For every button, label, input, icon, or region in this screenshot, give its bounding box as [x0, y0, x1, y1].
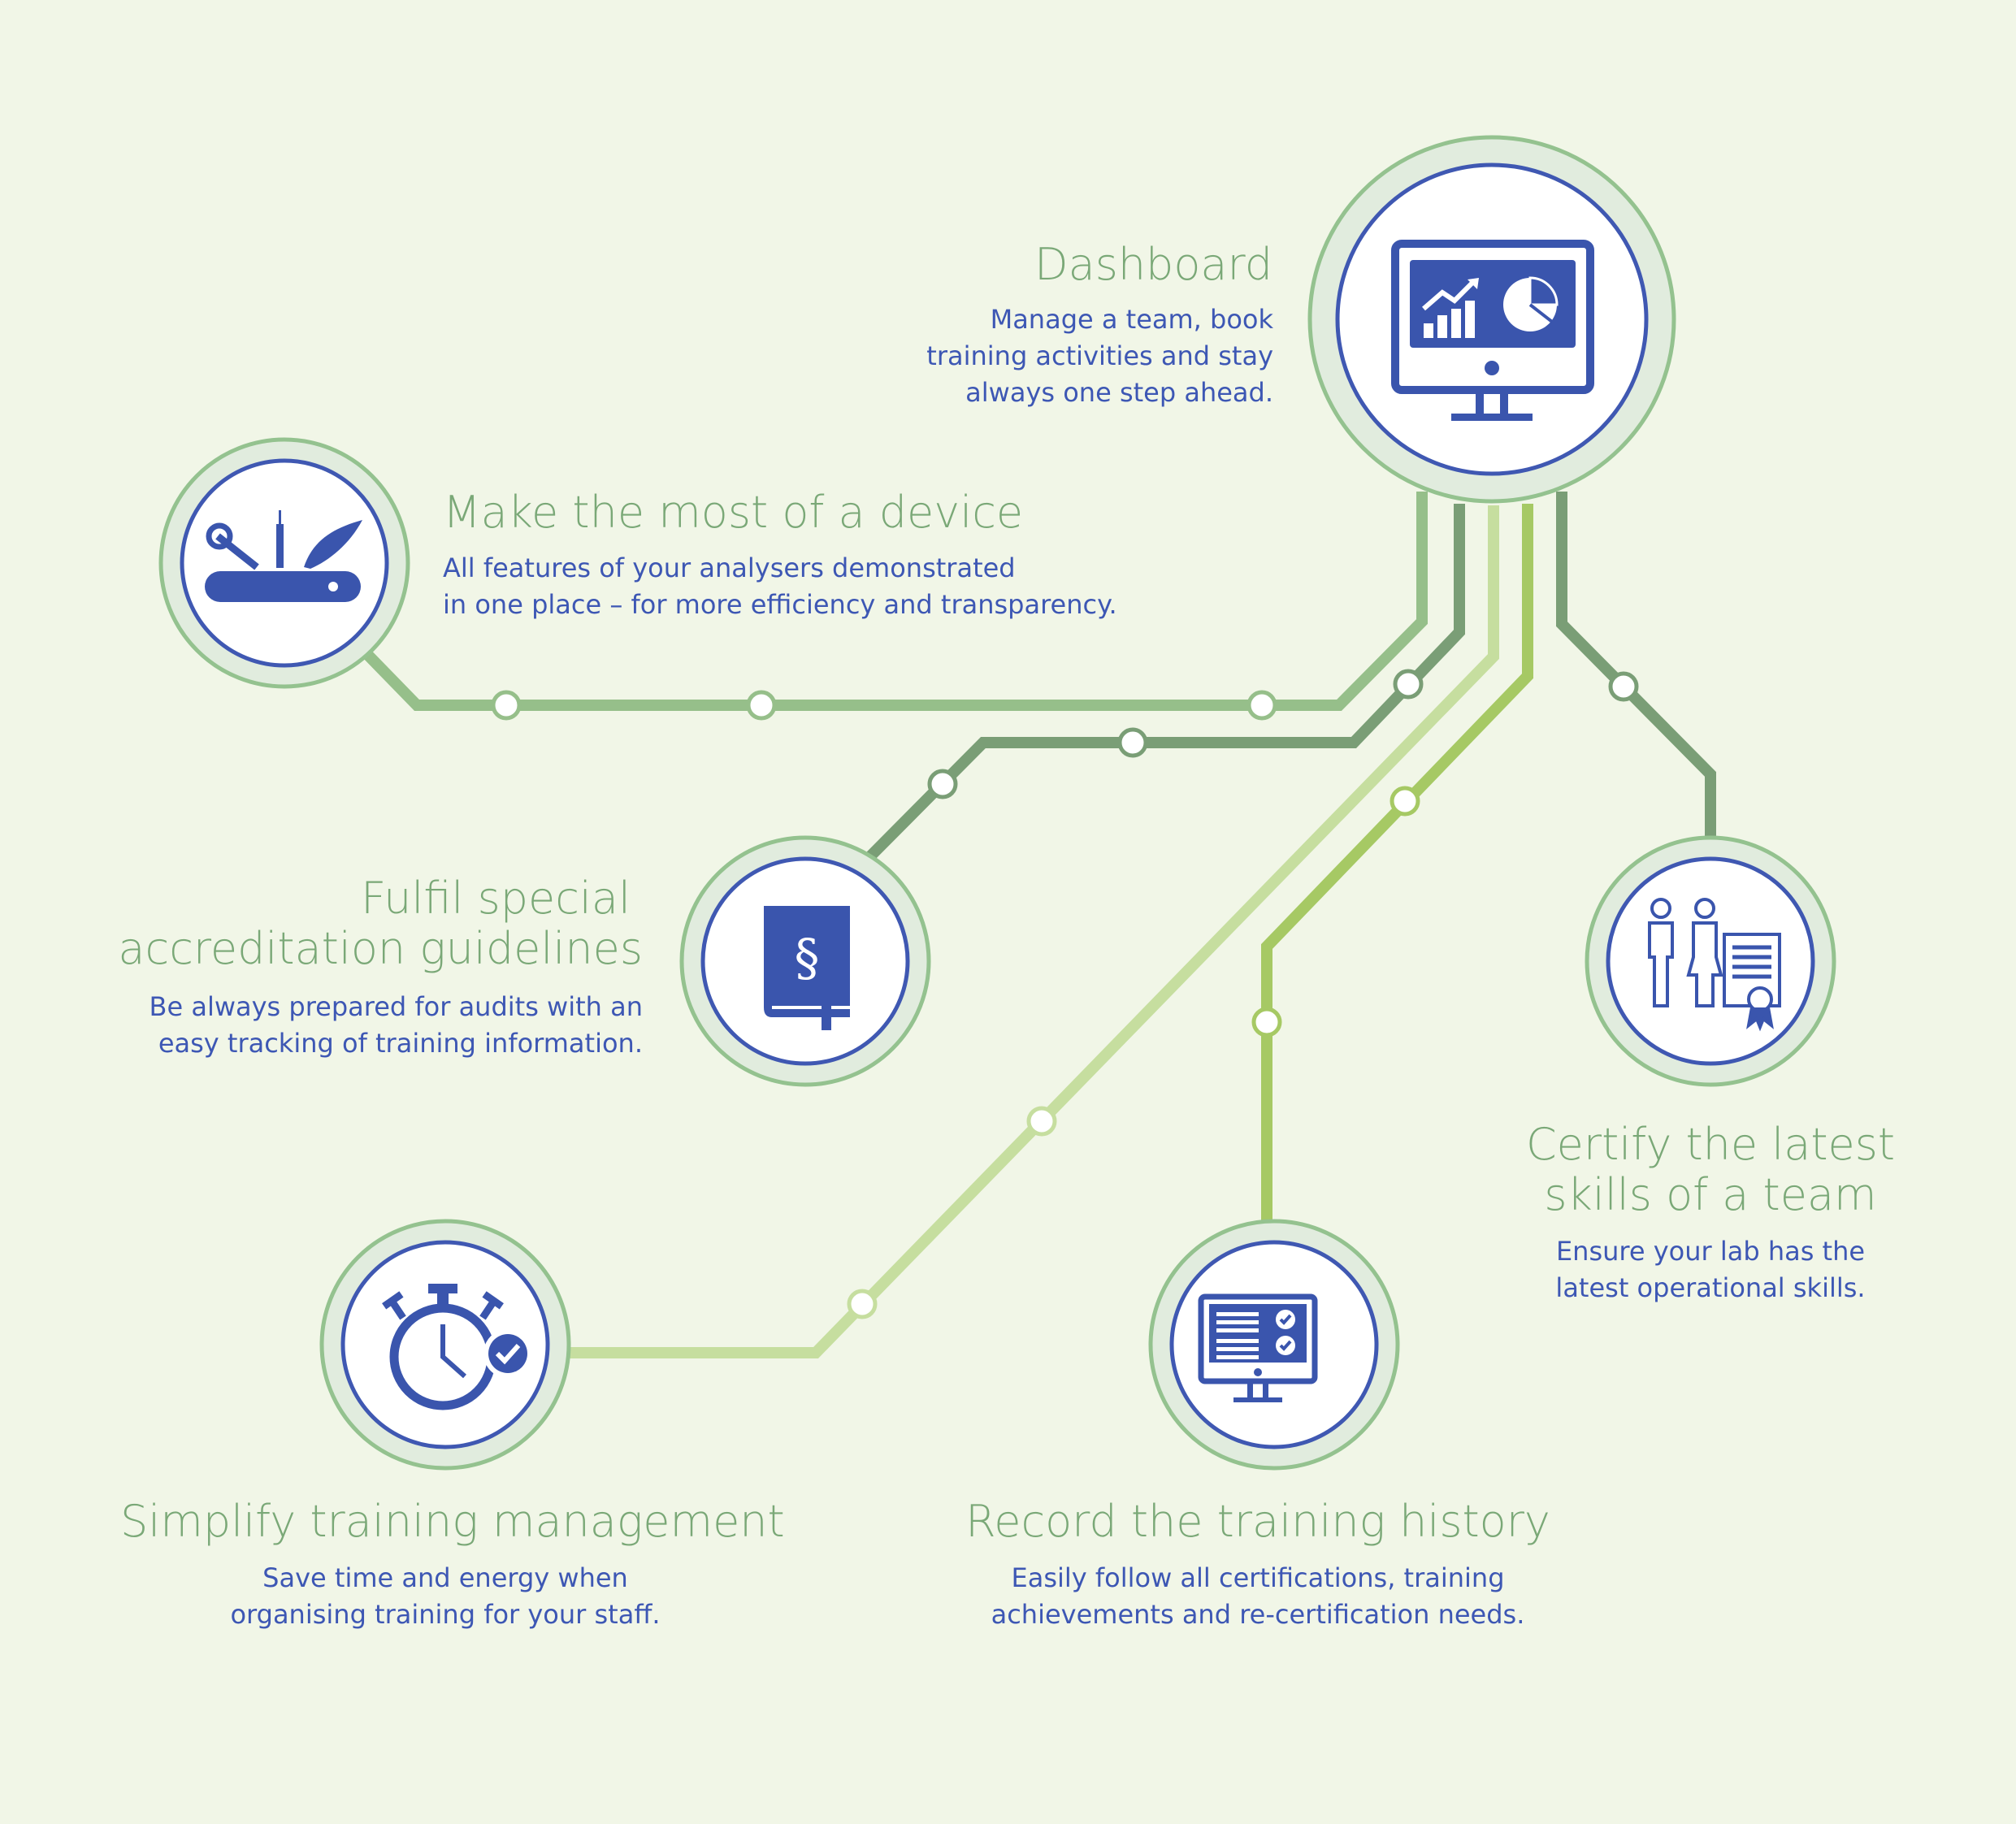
accreditation-title-line-2: accreditation guidelines [118, 923, 643, 974]
node-record [1148, 1219, 1400, 1471]
svg-text:§: § [795, 928, 820, 987]
node-accreditation: § [679, 835, 931, 1087]
station-device-1 [491, 690, 522, 721]
certify-desc-line-2: latest operational skills. [1555, 1272, 1866, 1303]
dashboard-desc-line-3: always one step ahead. [965, 377, 1273, 408]
node-dashboard [1307, 135, 1676, 504]
line-certify [1556, 492, 1716, 841]
device-desc-line-2: in one place – for more efficiency and t… [443, 589, 1117, 620]
station-device-2 [746, 690, 777, 721]
law-book-icon: § [764, 906, 850, 1030]
device-title: Make the most of a device [443, 487, 1024, 538]
accreditation-desc-line-2: easy tracking of training information. [158, 1028, 643, 1059]
stopwatch-check-icon [382, 1284, 532, 1410]
certify-title-line-1: Certify the latest [1525, 1119, 1896, 1170]
station-accreditation-1 [1393, 669, 1424, 700]
monitor-checklist-icon [1198, 1293, 1318, 1402]
station-certify-1 [1608, 671, 1639, 702]
simplify-title: Simplify training management [120, 1496, 785, 1547]
record-title: Record the training history [965, 1496, 1550, 1547]
line-device [353, 492, 1428, 711]
node-simplify [319, 1219, 571, 1471]
record-desc-line-1: Easily follow all certifications, traini… [1011, 1562, 1505, 1593]
dashboard-description: Manage a team, book training activities … [926, 301, 1273, 411]
dashboard-desc-line-1: Manage a team, book [990, 304, 1273, 335]
device-description: All features of your analysers demonstra… [443, 550, 1117, 623]
monitor-chart-icon [1391, 240, 1594, 421]
certify-description: Ensure your lab has the latest operation… [1507, 1233, 1914, 1306]
record-description: Easily follow all certifications, traini… [933, 1560, 1583, 1633]
node-device [158, 437, 410, 689]
simplify-desc-line-1: Save time and energy when [262, 1562, 628, 1593]
station-simplify-2 [847, 1289, 878, 1319]
dashboard-desc-line-2: training activities and stay [926, 340, 1273, 371]
accreditation-title-line-1: Fulfil special [361, 873, 631, 924]
certify-title: Certify the latest skills of a team [1507, 1120, 1914, 1220]
station-device-3 [1246, 690, 1277, 721]
station-simplify-1 [1026, 1106, 1057, 1137]
certify-desc-line-1: Ensure your lab has the [1555, 1236, 1866, 1267]
dashboard-title: Dashboard [1034, 239, 1272, 290]
station-accreditation-2 [1117, 727, 1148, 758]
accreditation-description: Be always prepared for audits with an ea… [150, 989, 643, 1062]
accreditation-desc-line-1: Be always prepared for audits with an [149, 991, 643, 1022]
line-simplify [569, 505, 1499, 1358]
accreditation-title: Fulfil special accreditation guidelines [118, 873, 643, 974]
multitool-icon [205, 510, 362, 602]
certify-title-line-2: skills of a team [1544, 1169, 1877, 1220]
device-desc-line-1: All features of your analysers demonstra… [443, 552, 1016, 583]
station-record-1 [1390, 786, 1420, 817]
simplify-description: Save time and energy when organising tra… [120, 1560, 770, 1633]
station-record-2 [1251, 1007, 1282, 1038]
team-certificate-icon [1648, 898, 1781, 1032]
record-desc-line-2: achievements and re-certification needs. [991, 1599, 1525, 1630]
station-accreditation-3 [927, 769, 958, 799]
node-certify [1585, 835, 1836, 1087]
simplify-desc-line-2: organising training for your staff. [230, 1599, 661, 1630]
